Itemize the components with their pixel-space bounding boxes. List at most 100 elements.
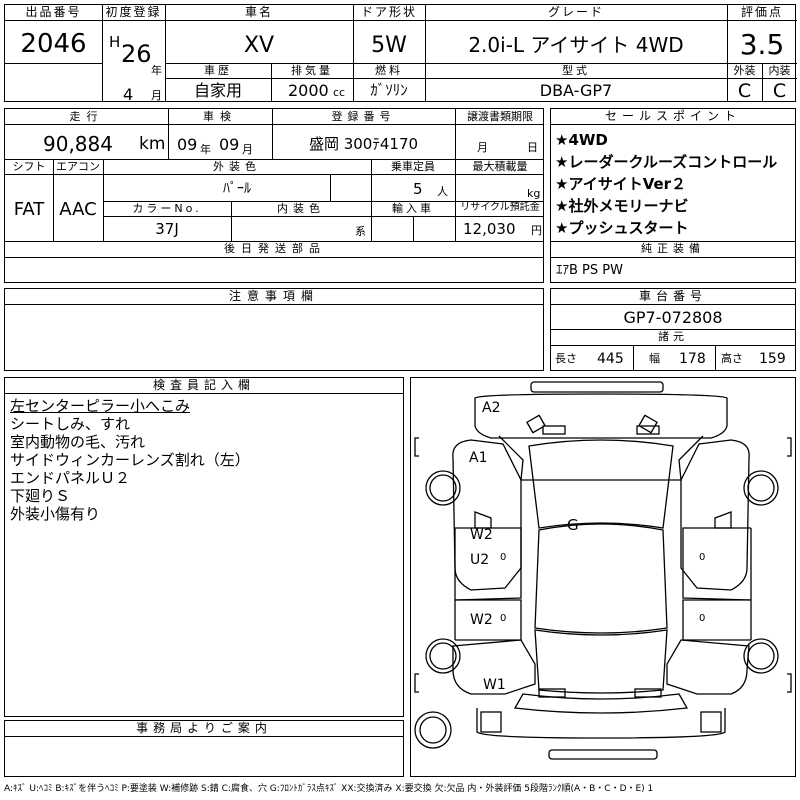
shift-label: シフト — [12, 160, 46, 173]
height: 159 — [759, 351, 786, 367]
fuel: ｶﾞｿﾘﾝ — [370, 81, 408, 99]
inspector-label: 検査員記入欄 — [5, 378, 403, 394]
mark-w2-rear: W2 — [470, 612, 493, 628]
history: 自家用 — [193, 81, 242, 100]
legend: A:ｷｽﾞ U:ﾍｺﾐ B:ｷｽﾞを伴うﾍｺﾐ P:要塗装 W:補修跡 S:錆 … — [4, 784, 654, 794]
era-label: H — [109, 33, 121, 51]
inspector-notes: 左センターピラー小へこみ シートしみ、すれ 室内動物の毛、汚れ サイドウィンカー… — [10, 397, 250, 523]
mark-a2: A2 — [482, 400, 501, 416]
chassis-section: 車台番号 GP7-072808 諸元 長さ 445 幅 178 高さ 159 — [550, 288, 796, 371]
fuel-label: 燃料 — [375, 64, 403, 77]
chassis-label: 車台番号 — [551, 289, 795, 305]
door-handle-mark: 0 — [699, 613, 706, 624]
history-label: 車歴 — [204, 64, 232, 77]
mileage-unit: km — [139, 134, 166, 154]
ac: AAC — [59, 199, 97, 220]
inspector-note: シートしみ、すれ — [10, 415, 131, 433]
seats: 5 — [413, 180, 423, 198]
plate-label: 登録番号 — [331, 110, 396, 123]
recycle-fee: 12,030 — [463, 220, 516, 238]
color-no-label: カラーNo. — [132, 202, 202, 215]
inspection-year-unit: 年 — [200, 143, 211, 156]
year-unit: 年 — [151, 64, 162, 77]
vehicle-info-section: 走行 車検 登録番号 譲渡書類期限 90,884 km 09 年 09 月 盛岡… — [4, 108, 544, 283]
grade: 2.0i-L アイサイト 4WD — [468, 33, 684, 57]
transfer-label: 譲渡書類期限 — [467, 110, 533, 123]
inspector-note: 外装小傷有り — [10, 505, 101, 523]
door-handle-mark: 0 — [699, 552, 706, 563]
displacement-label: 排気量 — [291, 64, 333, 77]
import-label: 輸入車 — [392, 202, 434, 215]
sales-point-item: ★4WD — [555, 131, 608, 149]
lot-number: 2046 — [20, 29, 87, 59]
inspector-note: 室内動物の毛、汚れ — [10, 433, 146, 451]
displacement: 2000 — [288, 81, 329, 100]
sales-point-item: ★プッシュスタート — [555, 219, 689, 237]
office-label: 事務局よりご案内 — [5, 721, 403, 737]
car-name: XV — [243, 33, 275, 58]
inspector-note: エンドパネルＵ２ — [10, 469, 131, 487]
car-diagram: A2 A1 G W2 U2 W2 W1 0 0 0 0 — [410, 377, 796, 777]
chassis-number: GP7-072808 — [623, 308, 723, 327]
mark-u2: U2 — [470, 552, 490, 568]
mark-a1: A1 — [469, 450, 488, 466]
length: 445 — [597, 351, 624, 367]
first-reg-label: 初度登録 — [102, 5, 165, 21]
ext-grade: C — [737, 80, 752, 102]
seats-label: 乗車定員 — [391, 160, 435, 173]
car-name-label: 車名 — [165, 5, 353, 21]
inspector-note: 左センターピラー小へこみ — [10, 397, 191, 415]
lot-label: 出品番号 — [5, 5, 102, 21]
top-section: 出品番号 2046 初度登録 H 26 年 4 月 車名 XV ドア形状 5W … — [4, 4, 797, 104]
ext-grade-label: 外装 — [733, 64, 756, 77]
specs-label: 諸元 — [658, 330, 688, 343]
mark-g: G — [567, 516, 579, 534]
car-diagram-drawing — [414, 381, 792, 760]
notes-section: 注意事項欄 — [4, 288, 544, 371]
sales-points-list: ★4WD ★レーダークルーズコントロール ★アイサイトVer２ ★社外メモリーナ… — [555, 129, 777, 239]
color: ﾊﾟｰﾙ — [223, 181, 251, 197]
mileage-label: 走行 — [69, 110, 104, 123]
int-color-unit: 系 — [355, 225, 366, 238]
equipment-label: 純正装備 — [641, 242, 705, 255]
sales-points-label: セールスポイント — [551, 109, 795, 125]
sales-point-item: ★レーダークルーズコントロール — [555, 153, 778, 171]
equipment: ｴｱB PS PW — [556, 263, 623, 278]
inspector-note: サイドウィンカーレンズ割れ（左） — [10, 451, 250, 469]
recycle-label: リサイクル預託金 — [460, 202, 540, 213]
length-label: 長さ — [555, 352, 577, 365]
plate-number: 盛岡 300ﾃ4170 — [308, 135, 419, 153]
later-parts-label: 後日発送部品 — [224, 242, 326, 255]
model: DBA-GP7 — [539, 81, 613, 100]
height-label: 高さ — [721, 352, 743, 365]
office-section: 事務局よりご案内 — [4, 720, 404, 777]
load-unit: kg — [527, 187, 541, 200]
score-label: 評価点 — [727, 5, 797, 21]
ac-label: エアコン — [56, 160, 100, 173]
notes-label: 注意事項欄 — [5, 289, 543, 305]
sales-point-item: ★アイサイトVer２ — [555, 175, 687, 193]
seats-unit: 人 — [437, 185, 448, 198]
reg-year: 26 — [121, 40, 152, 68]
width: 178 — [679, 351, 706, 367]
reg-month: 4 — [123, 85, 134, 104]
inspection-label: 車検 — [203, 110, 237, 123]
inspection-month-unit: 月 — [242, 143, 253, 156]
color-no: 37J — [155, 220, 179, 238]
transfer-day: 日 — [527, 141, 538, 154]
int-color-label: 内装色 — [277, 202, 325, 215]
grade-label: グレード — [425, 5, 727, 21]
inspector-section: 検査員記入欄 左センターピラー小へこみ シートしみ、すれ 室内動物の毛、汚れ サ… — [4, 377, 404, 717]
month-unit: 月 — [151, 89, 162, 102]
sales-point-item: ★社外メモリーナビ — [555, 197, 689, 215]
displacement-unit: cc — [333, 86, 346, 99]
color-label: 外装色 — [213, 160, 261, 173]
inspector-note: 下廻りＳ — [10, 487, 71, 505]
mark-w1: W1 — [483, 677, 506, 693]
int-grade: C — [772, 80, 787, 102]
model-label: 型式 — [562, 64, 590, 77]
door-handle-mark: 0 — [500, 552, 507, 563]
door-handle-mark: 0 — [500, 613, 507, 624]
door-label: ドア形状 — [353, 5, 425, 21]
width-label: 幅 — [649, 352, 660, 365]
